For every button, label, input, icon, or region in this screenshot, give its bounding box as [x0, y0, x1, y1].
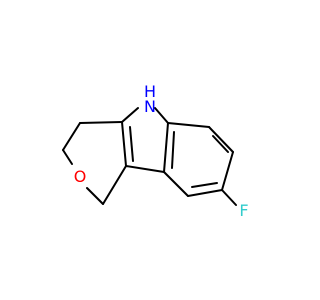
bond	[62, 149, 73, 165]
bond	[79, 121, 123, 124]
bond	[187, 189, 223, 197]
bond	[163, 122, 169, 173]
atom-label-fluorine: F	[239, 201, 248, 220]
bond	[62, 122, 81, 151]
bond	[129, 126, 134, 162]
bond-lines	[62, 107, 237, 206]
bond	[221, 189, 237, 206]
bond	[212, 135, 229, 153]
atom-label-nitrogen: N	[144, 97, 156, 116]
bond	[221, 151, 234, 191]
bond	[121, 107, 139, 123]
bond	[154, 107, 169, 124]
molecule-structure: H N O F	[62, 82, 249, 220]
bond	[171, 131, 175, 169]
bond	[125, 165, 165, 173]
bond	[163, 171, 189, 197]
bond	[86, 187, 104, 205]
bond	[167, 122, 210, 128]
atom-label-hydrogen: H	[144, 82, 156, 101]
atom-labels: H N O F	[74, 82, 249, 220]
atom-label-oxygen: O	[74, 167, 87, 186]
bond	[121, 121, 127, 167]
bond	[102, 165, 127, 205]
bond	[191, 182, 218, 188]
molecule-canvas: H N O F	[62, 82, 249, 220]
bond	[208, 126, 234, 153]
